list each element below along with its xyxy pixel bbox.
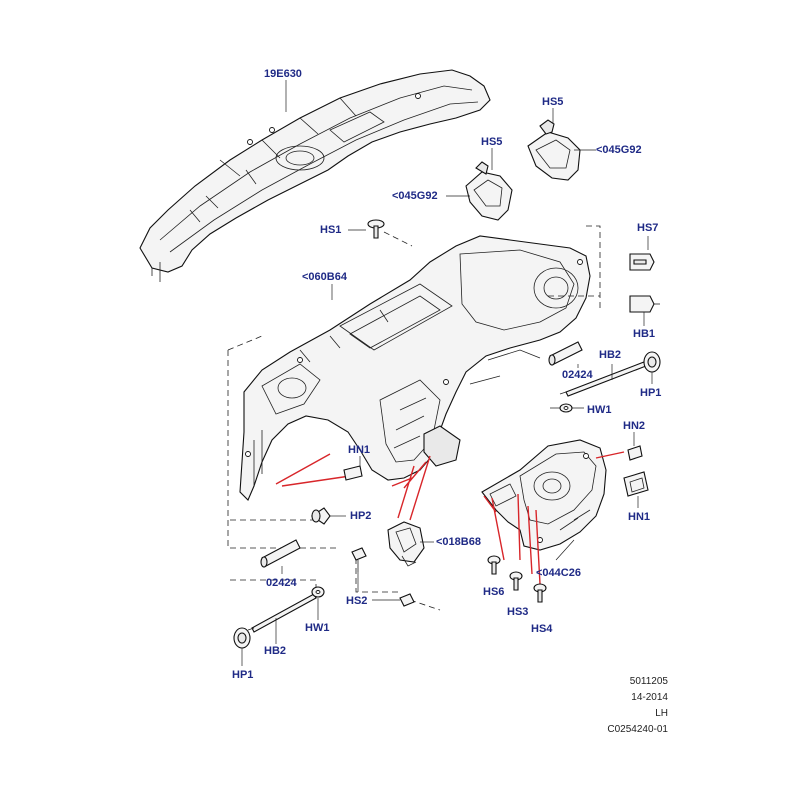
- leader-hb2-hp1-left: [241, 618, 277, 666]
- clip-hn1-left: [343, 465, 363, 481]
- label-crossmember: 19E630: [264, 68, 302, 80]
- label-hs2: HS2: [346, 595, 368, 607]
- label-brace: <018B68: [436, 536, 481, 548]
- plug-hp1-left: [233, 627, 251, 649]
- label-hs6: HS6: [483, 586, 505, 598]
- spacer-right-02424: [548, 341, 583, 366]
- bolt-hb1: [629, 295, 660, 313]
- label-hp2: HP2: [350, 510, 372, 522]
- rod-hb2-left: [247, 593, 317, 633]
- label-hs5-left: HS5: [481, 136, 503, 148]
- bracket-left-045g92: [465, 161, 513, 221]
- screw-hs6: [487, 555, 501, 575]
- plug-hp1-right: [643, 351, 661, 373]
- label-hs5-right: HS5: [542, 96, 564, 108]
- screw-hs7: [629, 253, 655, 271]
- screw-hs4: [533, 583, 547, 603]
- highlight-lines-frame: [275, 453, 431, 521]
- ref-number: 5011205: [629, 676, 668, 687]
- label-spacer-left: 02424: [266, 577, 297, 589]
- label-hn1-right: HN1: [628, 511, 651, 523]
- frame-060b64: [239, 235, 591, 501]
- label-hs4: HS4: [531, 623, 553, 635]
- label-hn2: HN2: [623, 420, 646, 432]
- leader-hs2: [357, 572, 400, 601]
- crossmember-19e630: [139, 69, 491, 282]
- washer-hw1-left: [311, 586, 325, 598]
- ref-side: LH: [655, 708, 668, 719]
- washer-hw1-right: [559, 403, 573, 413]
- label-hb2-left: HB2: [264, 645, 287, 657]
- nut-hn2: [627, 445, 643, 461]
- brace-018b68: [387, 521, 425, 567]
- illustration-code: C0254240-01: [607, 724, 668, 735]
- bracket-right-045g92: [527, 119, 581, 181]
- label-hw1-left: HW1: [305, 622, 330, 634]
- label-hb1: HB1: [633, 328, 656, 340]
- label-hp1-right: HP1: [640, 387, 662, 399]
- highlight-lines-support: [483, 451, 625, 585]
- label-hn1-left: HN1: [348, 444, 371, 456]
- support-044c26: [481, 439, 607, 551]
- label-hs7: HS7: [637, 222, 659, 234]
- screw-hs1: [367, 219, 385, 239]
- label-hs3: HS3: [507, 606, 529, 618]
- label-hw1-right: HW1: [587, 404, 612, 416]
- screw-hs3: [509, 571, 523, 591]
- label-frame: <060B64: [302, 271, 347, 283]
- leaders-hs5-left: [446, 148, 493, 197]
- clip-hn1-right: [623, 471, 649, 497]
- screws-hs2: [351, 547, 415, 607]
- label-hp1-left: HP1: [232, 669, 254, 681]
- label-bracket-right: <045G92: [596, 144, 642, 156]
- label-support: <044C26: [536, 567, 581, 579]
- label-spacer-right: 02424: [562, 369, 593, 381]
- leaders-hs5-right: [552, 108, 596, 151]
- spacer-left-02424: [260, 539, 301, 568]
- plug-hp2: [311, 507, 331, 525]
- ref-year: 14-2014: [631, 692, 668, 703]
- label-hb2-right: HB2: [599, 349, 622, 361]
- label-bracket-left: <045G92: [392, 190, 438, 202]
- leader-044c26: [555, 539, 575, 561]
- assembly-dashed-lines: [227, 225, 601, 611]
- label-hs1: HS1: [320, 224, 342, 236]
